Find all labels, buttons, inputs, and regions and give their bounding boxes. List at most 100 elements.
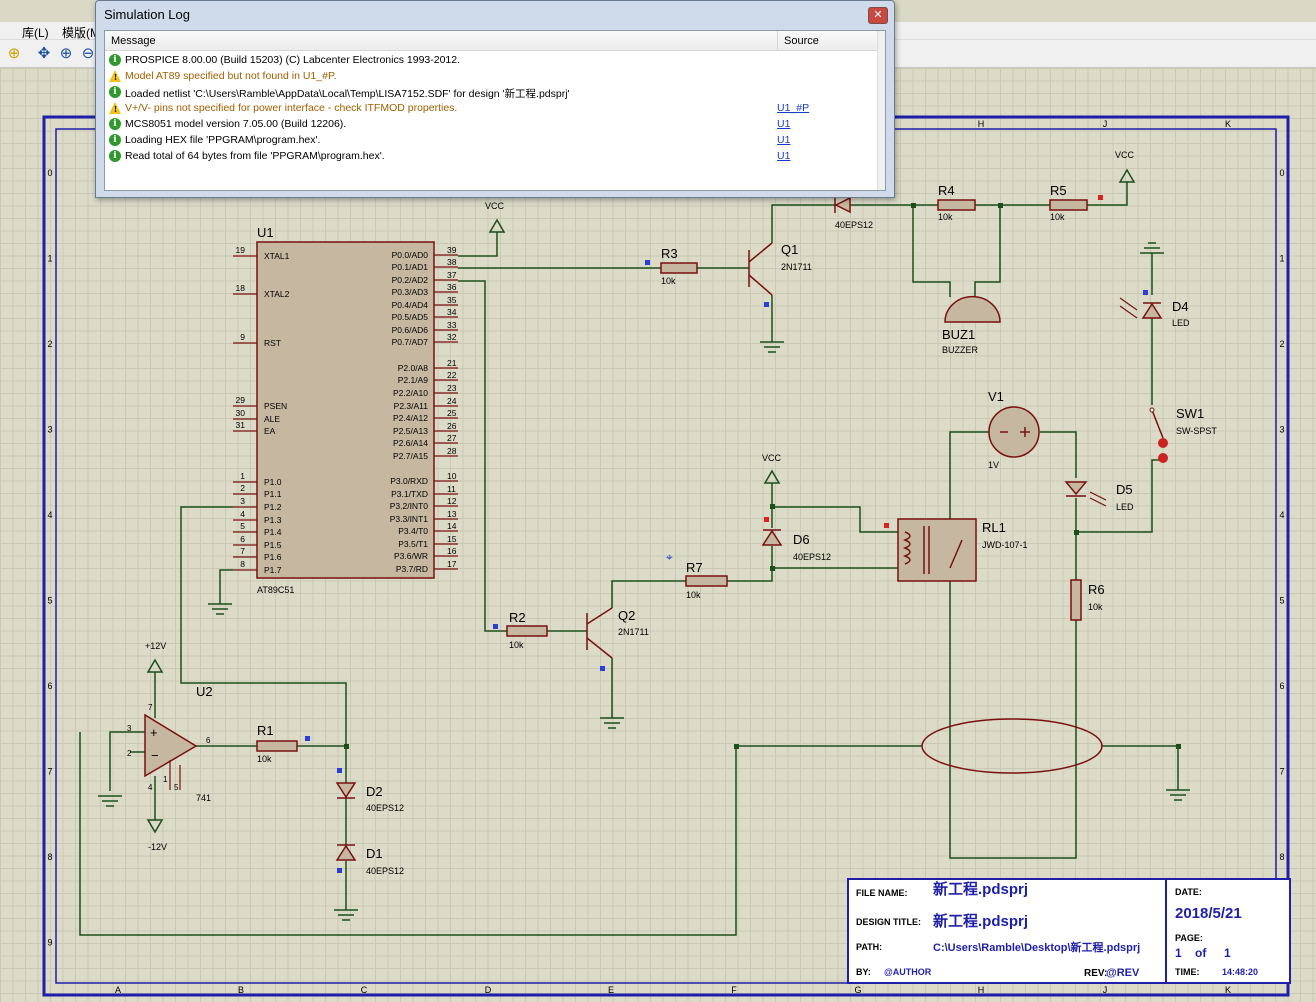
- tb-time: 14:48:20: [1222, 967, 1258, 977]
- d2-ref: D2: [366, 784, 383, 799]
- power-symbols: [146, 168, 1136, 834]
- mcu-pin-name: P3.0/RXD: [390, 476, 428, 486]
- m12v-label: -12V: [148, 842, 167, 852]
- close-icon[interactable]: ✕: [868, 7, 888, 24]
- transistors[interactable]: [586, 242, 773, 659]
- mcu-pin-name: P2.5/A13: [393, 426, 428, 436]
- opamp-u2[interactable]: + −: [144, 713, 198, 790]
- mcu-pin-name: P1.1: [264, 489, 282, 499]
- log-message: Loading HEX file 'PPGRAM\program.hex'.: [125, 134, 321, 146]
- mcu-pin-number: 13: [447, 509, 457, 519]
- diodes[interactable]: [335, 196, 1163, 861]
- d6-part: 40EPS12: [793, 552, 831, 562]
- mcu-pin-name: XTAL2: [264, 289, 290, 299]
- tb-path-label: PATH:: [856, 942, 882, 952]
- log-row[interactable]: !V+/V- pins not specified for power inte…: [107, 101, 883, 117]
- r7-value: 10k: [686, 590, 701, 600]
- column-source[interactable]: Source: [777, 31, 819, 51]
- frame-row-label: 3: [1279, 425, 1284, 435]
- d3-part: 40EPS12: [835, 220, 873, 230]
- mcu-pin-number: 14: [447, 521, 457, 531]
- menu-item-library[interactable]: 库(L): [22, 26, 49, 40]
- dialog-title: Simulation Log: [104, 7, 190, 22]
- column-message[interactable]: Message: [111, 35, 156, 47]
- frame-row-label: 2: [1279, 339, 1284, 349]
- svg-text:+: +: [150, 725, 158, 740]
- zoom-out-icon[interactable]: ⊖: [81, 45, 95, 62]
- log-source-link[interactable]: U1: [777, 134, 791, 146]
- sw1-part: SW-SPST: [1176, 426, 1217, 436]
- r6-value: 10k: [1088, 602, 1103, 612]
- frame-col-label: H: [978, 985, 985, 995]
- mcu-pin-number: 28: [447, 446, 457, 456]
- relay-rl1[interactable]: [897, 518, 977, 582]
- mcu-pin-number: 16: [447, 546, 457, 556]
- mcu-pin-name: P2.7/A15: [393, 451, 428, 461]
- mcu-pin-name: P1.7: [264, 565, 282, 575]
- resistors[interactable]: [256, 199, 1088, 752]
- mcu-pin-number: 3: [240, 496, 245, 506]
- q2-part: 2N1711: [618, 627, 649, 637]
- log-source-link[interactable]: U1: [777, 118, 791, 130]
- menu-item-template[interactable]: 模版(M: [62, 26, 100, 40]
- mcu-pin-name: P0.7/AD7: [392, 337, 429, 347]
- mcu-pin-name: P2.2/A10: [393, 388, 428, 398]
- switch-sw1[interactable]: [1149, 407, 1168, 463]
- frame-row-label: 6: [1279, 681, 1284, 691]
- buzzer-symbol[interactable]: [944, 295, 1001, 323]
- zoom-in-icon[interactable]: ⊕: [59, 45, 73, 62]
- mcu-pin-name: P1.5: [264, 540, 282, 550]
- frame-row-label: 4: [1279, 510, 1284, 520]
- led-arrows: [1089, 297, 1138, 507]
- u2-ref: U2: [196, 684, 213, 699]
- r7-ref: R7: [686, 560, 703, 575]
- mcu-pin-number: 24: [447, 396, 457, 406]
- log-row[interactable]: !Model AT89 specified but not found in U…: [107, 69, 883, 85]
- log-row[interactable]: i Loading HEX file 'PPGRAM\program.hex'. U…: [107, 133, 883, 149]
- mcu-pin-name: P1.3: [264, 515, 282, 525]
- u2-pin5: 5: [174, 783, 179, 792]
- scrollbar[interactable]: [877, 31, 885, 190]
- log-message: MCS8051 model version 7.05.00 (Build 122…: [125, 118, 347, 130]
- mcu-pin-name: P0.3/AD3: [392, 287, 429, 297]
- schematic-canvas[interactable]: ABCDEFGHJKHJK00112233445566778899 U1 AT8…: [0, 68, 1316, 1002]
- u2-pin2: 2: [127, 749, 132, 758]
- mcu-pin-number: 8: [240, 559, 245, 569]
- tb-rev: @REV: [1106, 967, 1140, 979]
- frame-row-label: 7: [47, 767, 52, 777]
- log-source-link[interactable]: U1: [777, 150, 791, 162]
- battery-v1[interactable]: [988, 406, 1040, 458]
- tb-design-title: 新工程.pdsprj: [933, 912, 1028, 930]
- v1-value: 1V: [988, 460, 999, 470]
- frame-row-label: 8: [1279, 852, 1284, 862]
- p12v-label: +12V: [145, 641, 166, 651]
- pan-icon[interactable]: ✥: [37, 45, 51, 62]
- mcu-pin-number: 38: [447, 257, 457, 267]
- info-icon: i: [109, 54, 121, 66]
- u2-pin1: 1: [163, 775, 168, 784]
- r1-value: 10k: [257, 754, 272, 764]
- log-message: Read total of 64 bytes from file 'PPGRAM…: [125, 150, 385, 162]
- r6-ref: R6: [1088, 582, 1105, 597]
- mcu-pin-number: 35: [447, 295, 457, 305]
- mcu-pin-number: 7: [240, 546, 245, 556]
- coil-ellipse[interactable]: [921, 718, 1103, 774]
- mcu-pin-name: RST: [264, 338, 281, 348]
- logic-probes: [305, 195, 1148, 873]
- mcu-pin-name: P2.4/A12: [393, 413, 428, 423]
- mcu-u1[interactable]: U1 AT89C51 19XTAL118XTAL29RST29PSEN30ALE…: [233, 225, 458, 595]
- origin-icon[interactable]: ⊕: [7, 45, 21, 62]
- log-source-link[interactable]: U1_#P: [777, 102, 810, 114]
- frame-row-label: 4: [47, 510, 52, 520]
- mcu-pin-number: 18: [236, 283, 246, 293]
- frame-col-label: K: [1225, 119, 1231, 129]
- info-icon: i: [109, 134, 121, 146]
- r2-ref: R2: [509, 610, 526, 625]
- mcu-ref: U1: [257, 225, 274, 240]
